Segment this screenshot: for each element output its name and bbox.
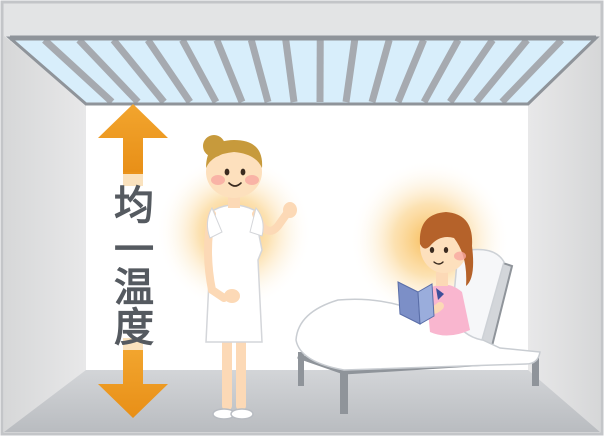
label-char-3: 温 [114, 265, 154, 311]
nurse-figure-icon [203, 135, 297, 420]
vent-slat [76, 37, 141, 105]
label-char-2: 一 [114, 227, 154, 273]
vent-slat [394, 38, 427, 104]
label-char-4: 度 [114, 305, 154, 351]
vent-slat [144, 38, 193, 104]
vent-slat [368, 39, 393, 103]
label-char-1: 均 [114, 183, 154, 229]
vent-slat [42, 37, 115, 105]
vent-slat [420, 38, 462, 104]
patient-in-bed-icon [295, 212, 541, 414]
vent-slat [110, 37, 167, 105]
vent-slat [473, 37, 530, 105]
book-icon [397, 281, 435, 325]
vent-slat [179, 38, 220, 104]
vent-slat [213, 38, 246, 104]
vent-slat [447, 38, 496, 104]
vent-slat [499, 37, 565, 105]
vent-slat [247, 39, 272, 103]
vent-slat [342, 39, 359, 103]
ceiling-vent-icon [5, 35, 600, 106]
vertical-arrow-icon [98, 104, 168, 418]
vent-slat [282, 39, 298, 103]
